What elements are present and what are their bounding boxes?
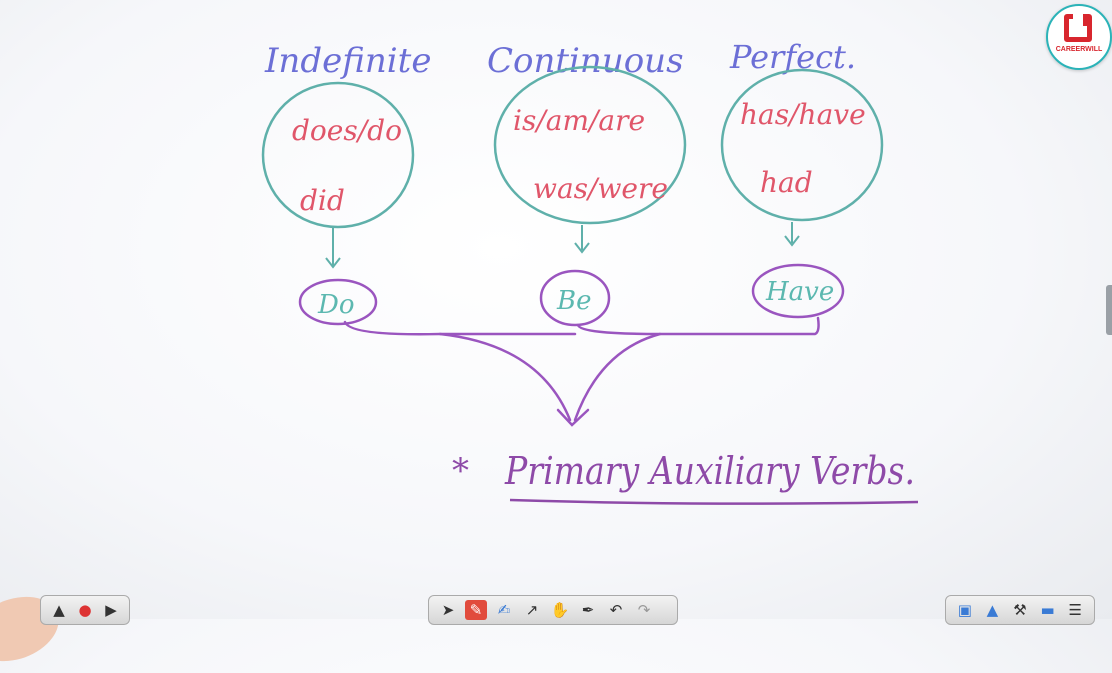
aux-be: Be [556,286,592,316]
heading-indefinite: Indefinite [264,41,431,81]
connector-lines [343,316,820,427]
arrow-down-perfect [784,222,800,247]
aux-have: Have [765,277,834,307]
curve-left [438,332,572,422]
pencil-icon[interactable]: ✎ [465,600,487,620]
circle-perfect [720,68,884,222]
arrow-down-indefinite [325,228,341,269]
pointer-icon[interactable]: ▲ [53,601,65,619]
pen-icon[interactable]: ✒ [581,601,595,619]
connector-do [343,320,577,336]
verb-does-do: does/do [292,114,402,147]
menu-icon[interactable]: ☰ [1068,601,1082,619]
toolbar-center: ➤ ✎ ✍ ↗ ✋ ✒ ↶ ↷ [428,595,678,625]
ring-be [539,269,611,327]
logo-mark [1064,14,1092,42]
play-icon[interactable]: ▶ [105,601,117,619]
circle-indefinite [261,81,415,229]
image-icon[interactable]: ▣ [957,601,972,619]
ring-have [751,263,845,319]
connector-have [576,316,820,336]
toolbar-right: ▣ ▲ ⚒ ▬ ☰ [945,595,1095,625]
highlighter-icon[interactable]: ✍ [497,601,511,619]
logo: CAREERWILL [1046,4,1112,70]
verb-has-have: has/have [740,98,866,131]
undo-icon[interactable]: ↶ [609,601,623,619]
verb-is-am-are: is/am/are [513,104,645,137]
verb-was-were: was/were [533,172,668,205]
verb-did: did [300,184,345,217]
circle-continuous [493,65,687,225]
curve-right [573,332,662,422]
logo-text: CAREERWILL [1055,46,1103,53]
screen-icon[interactable]: ▬ [1040,601,1055,619]
arrow-down-continuous [574,225,590,254]
conclusion-star: * [452,451,469,491]
redo-icon[interactable]: ↷ [637,601,651,619]
arrows-down [325,222,800,269]
tools-icon[interactable]: ⚒ [1013,601,1027,619]
conclusion-text: Primary Auxiliary Verbs. [504,449,915,493]
cursor-icon[interactable]: ➤ [441,601,455,619]
whiteboard: Indefinite Continuous Perfect. does/do d… [261,38,919,505]
ring-do [298,278,378,326]
toolbar-left: ▲ ● ▶ [40,595,130,625]
verb-had: had [760,166,813,199]
conclusion-underline [509,498,919,505]
heading-continuous: Continuous [487,41,684,81]
side-panel-tab[interactable] [1106,285,1112,335]
hand-icon[interactable]: ✋ [550,601,570,619]
line-icon[interactable]: ↗ [525,601,539,619]
shapes-icon[interactable]: ▲ [986,601,999,619]
record-icon[interactable]: ● [78,601,92,619]
aux-do: Do [317,290,355,320]
arrow-head-conclusion [556,408,590,427]
